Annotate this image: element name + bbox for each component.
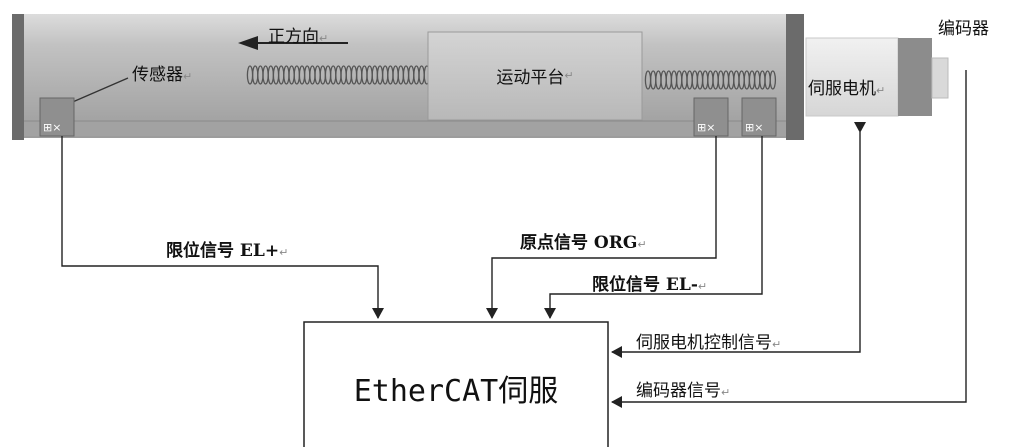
label-encoder: 编码器 xyxy=(938,19,989,39)
servo-motor xyxy=(805,37,949,117)
sensor-el-minus-mark: ⊞× xyxy=(745,121,764,134)
motion-platform xyxy=(427,31,643,121)
screw-coil xyxy=(769,70,777,90)
line-encoder xyxy=(611,70,967,408)
lead-screw-left xyxy=(246,65,431,85)
servo-motor-shaft-cap xyxy=(931,57,949,99)
line-servo-control xyxy=(611,122,866,358)
lead-screw-right xyxy=(644,70,777,90)
label-origin-signal: 原点信号 ORG↵ xyxy=(520,233,647,253)
ethercat-servo-box xyxy=(303,321,609,447)
sensor-el-plus xyxy=(39,97,75,137)
line-limit-plus xyxy=(61,136,384,319)
label-positive-direction: 正方向↵ xyxy=(268,27,329,47)
sensor-org-mark: ⊞× xyxy=(697,121,716,134)
label-limit-signal-plus: 限位信号 EL+↵ xyxy=(166,241,289,261)
sensor-leader-line xyxy=(67,77,129,105)
label-motion-platform: 运动平台↵ xyxy=(496,67,574,88)
servo-motor-body xyxy=(805,37,899,117)
label-servo-motor-control-signal: 伺服电机控制信号↵ xyxy=(636,333,782,353)
frame-left-post xyxy=(12,14,24,140)
label-encoder-signal: 编码器信号↵ xyxy=(636,381,731,401)
label-sensor: 传感器↵ xyxy=(132,65,193,85)
sensor-el-plus-mark: ⊞× xyxy=(43,121,62,134)
guide-rail xyxy=(24,121,786,136)
label-ethercat-servo: EtherCAT伺服 xyxy=(353,374,559,409)
positive-direction-arrow xyxy=(238,36,348,50)
frame-right-post xyxy=(786,14,804,140)
servo-motor-flange xyxy=(898,38,932,116)
label-servo-motor: 伺服电机↵ xyxy=(808,79,886,99)
label-limit-signal-minus: 限位信号 EL-↵ xyxy=(592,275,708,295)
